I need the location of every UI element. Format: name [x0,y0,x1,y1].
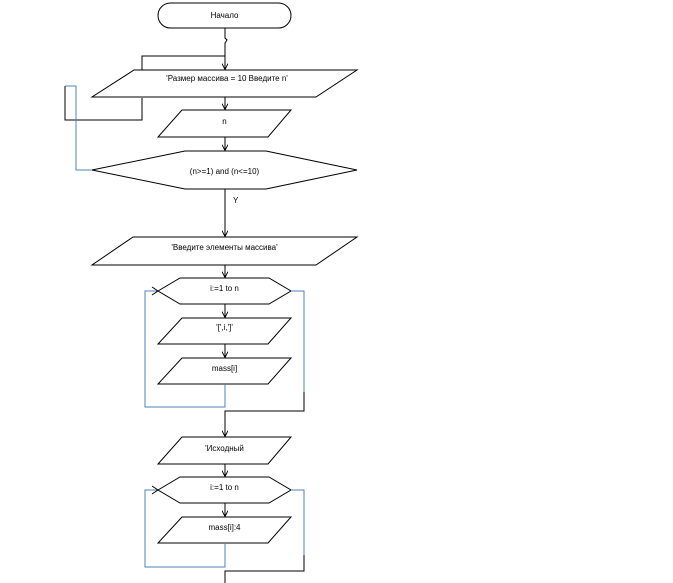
yes-label: Y [233,196,239,205]
loop1-header: i:=1 to n [157,277,292,305]
no-branch-loop [65,85,92,171]
input-mass-label: mass[i] [212,364,237,373]
input-mass-io: mass[i] [156,357,293,385]
output-mass-label: mass[i]:4 [208,523,241,532]
reentry-loop-left [64,86,143,121]
condition-label: (n>=1) and (n<=10) [190,167,260,176]
loop1-return [144,290,226,408]
output-source-label: 'Исходный [205,444,244,453]
input-n-io: n [156,109,293,138]
prompt-size-io: 'Размер массива = 10 Введите n' [90,69,359,98]
prompt-elements-io: 'Введите элементы массива' [90,236,359,266]
print-index-io: '[',i,']' [156,317,293,345]
output-source-io: 'Исходный [156,436,293,465]
prompt-elements-label: 'Введите элементы массива' [171,243,278,252]
condition-decision: (n>=1) and (n<=10) [91,150,358,190]
loop2-exit-lower [224,555,305,583]
start-terminator: Начало [157,2,292,29]
prompt-size-label: 'Размер массива = 10 Введите n' [166,74,288,83]
loop1-label: i:=1 to n [210,284,239,293]
start-label: Начало [211,11,239,20]
loop2-label: i:=1 to n [210,483,239,492]
loop1-exit-lower [225,392,305,436]
loop2-return-arrow [151,485,159,495]
print-index-label: '[',i,']' [216,323,233,332]
output-mass-io: mass[i]:4 [156,516,293,544]
loop2-return [144,489,226,568]
loop2-header: i:=1 to n [157,476,292,504]
loop1-return-arrow [151,286,159,296]
input-n-label: n [222,117,226,126]
loop1-exit-upper [291,290,305,392]
flow-start-to-prompt [224,28,228,60]
loop2-exit-upper [291,489,305,555]
